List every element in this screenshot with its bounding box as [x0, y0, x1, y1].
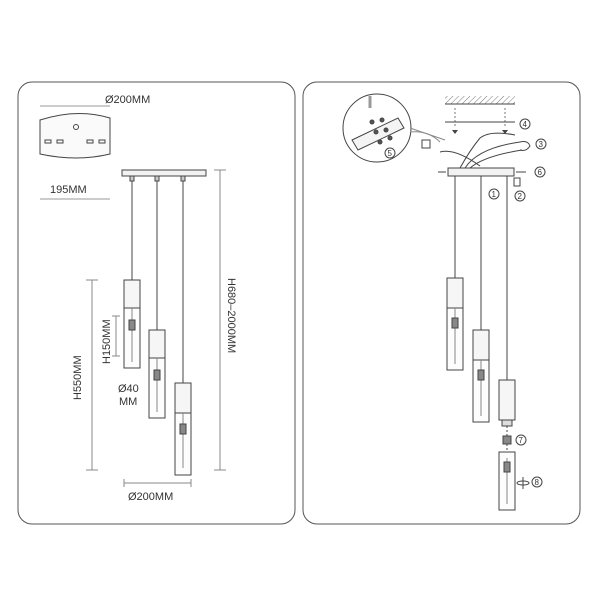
pendant-shade-3: [174, 382, 192, 476]
canopy-side-view: [121, 169, 207, 383]
pendant-shade-1: [123, 279, 141, 369]
step-label-1: 1: [492, 190, 497, 199]
step-marker-7: 7: [515, 434, 527, 446]
canopy-diameter-label: Ø200MM: [105, 94, 150, 106]
min-height-label: H550MM: [72, 355, 84, 400]
step-label-3: 3: [539, 140, 544, 149]
step-label-7: 7: [519, 436, 524, 445]
dimension-lines: [86, 169, 226, 487]
bottom-diameter-label: Ø200MM: [128, 491, 173, 503]
right-pendant-3: [498, 176, 530, 511]
right-pendant-1: [446, 176, 464, 371]
step-label-4: 4: [523, 120, 528, 129]
canopy-depth-label: 195MM: [50, 184, 87, 196]
step-marker-2: 2: [514, 190, 526, 202]
shade-diameter-unit: MM: [119, 396, 137, 408]
step-label-5: 5: [388, 149, 393, 158]
step-marker-6: 6: [534, 166, 546, 178]
ceiling: [445, 96, 515, 134]
shade-diameter-label: Ø40: [118, 383, 139, 395]
right-panel-frame: [302, 81, 581, 525]
total-height-label: H680–2000MM: [225, 278, 237, 353]
canopy-top-view: [39, 105, 111, 200]
right-pendant-2: [472, 176, 490, 423]
left-panel-frame: [17, 81, 296, 525]
step-label-8: 8: [535, 478, 540, 487]
pendant-shade-2: [148, 329, 166, 419]
step-marker-1: 1: [488, 188, 500, 200]
step-marker-8: 8: [531, 476, 543, 488]
step-marker-4: 4: [519, 118, 531, 130]
step-marker-3: 3: [535, 138, 547, 150]
step-marker-5: 5: [384, 147, 396, 159]
canopy-assembly: [421, 132, 531, 187]
shade-height-label: H150MM: [101, 319, 113, 364]
step-label-2: 2: [518, 192, 523, 201]
terminal-block-detail: [342, 93, 446, 163]
step-label-6: 6: [538, 168, 543, 177]
